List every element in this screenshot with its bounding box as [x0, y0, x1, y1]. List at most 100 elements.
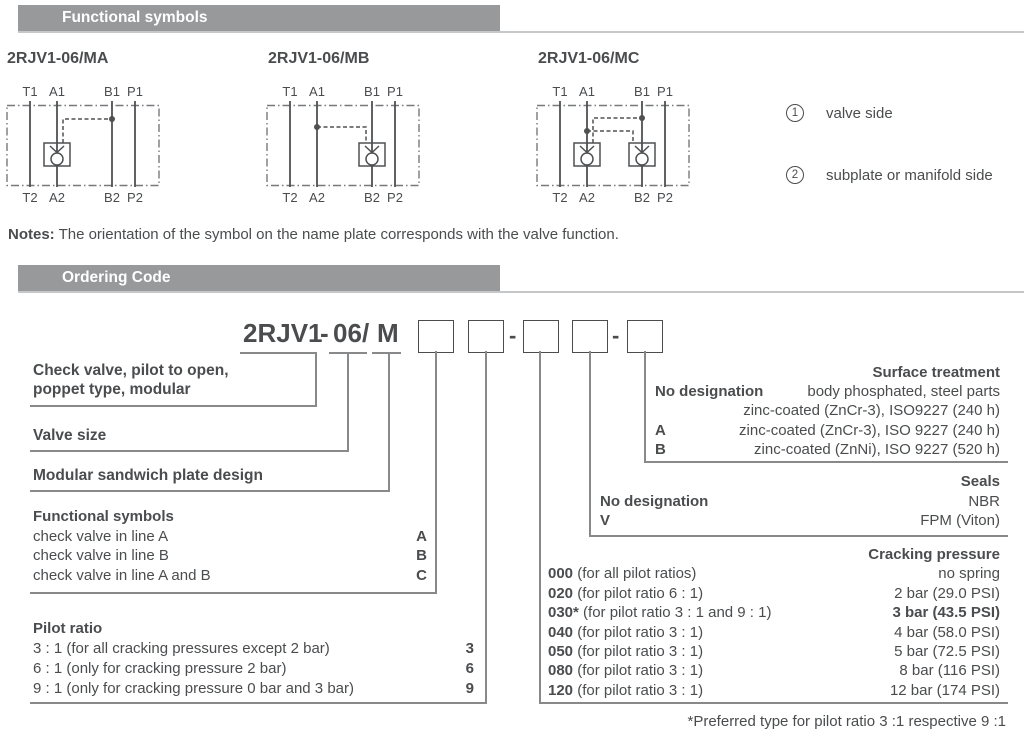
option-desc: (for pilot ratio 3 : 1 and 9 : 1): [583, 604, 772, 622]
valve-schematic-mc: T1 A1 B1 P1: [536, 84, 690, 205]
option-code: No designation: [655, 383, 764, 401]
option-row: B zinc-coated (ZnNi), ISO 9227 (520 h): [655, 440, 1000, 459]
option-value: 12 bar (174 PSI): [889, 681, 1000, 699]
label-line: Check valve, pilot to open,: [33, 362, 229, 379]
option-row: 000 (for all pilot ratios) no spring: [548, 564, 1000, 583]
option-desc: (for pilot ratio 3 : 1): [577, 681, 704, 699]
check-valve-symbol: [43, 142, 71, 167]
label-valve-size: Valve size: [33, 427, 107, 444]
section-rule: [18, 291, 1024, 293]
option-row: check valve in line A A: [33, 527, 427, 547]
port-label: A1: [49, 84, 65, 99]
option-row: A zinc-coated (ZnCr-3), ISO 9227 (240 h): [655, 421, 1000, 440]
option-code: No designation: [600, 492, 709, 510]
pilot-line-b: [587, 130, 634, 143]
sandwich-plate-outline: [266, 104, 420, 187]
option-value: 4 bar (58.0 PSI): [894, 623, 1000, 641]
connector: [539, 351, 541, 704]
option-code: 6: [465, 660, 474, 677]
option-code: 3: [465, 640, 474, 657]
option-code: 050: [548, 643, 574, 661]
pilot-line: [317, 126, 367, 143]
option-value: 8 bar (116 PSI): [899, 662, 1000, 680]
option-code: B: [655, 440, 666, 458]
sandwich-plate-outline: [6, 104, 160, 187]
pilot-line-a: [592, 117, 642, 143]
option-value: no spring: [938, 565, 1000, 583]
port-label: B1: [634, 84, 650, 99]
code-part-series: 2RJV1: [243, 318, 323, 348]
port-label: B2: [104, 190, 120, 205]
port-lines: [559, 101, 666, 187]
option-row: check valve in line B B: [33, 546, 427, 566]
option-desc: 6 : 1 (only for cracking pressure 2 bar): [33, 660, 287, 677]
port-label: T1: [552, 84, 567, 99]
option-row: 080 (for pilot ratio 3 : 1) 8 bar (116 P…: [548, 661, 1000, 680]
option-desc: zinc-coated (ZnNi), ISO 9227 (520 h): [754, 440, 1000, 458]
port-label: P2: [127, 190, 143, 205]
code-box-surface-treatment: [627, 320, 663, 353]
section-title: Functional symbols: [62, 9, 208, 26]
valve-schematic-ma: T1 A1 B1 P1 T2 A2 B2 P2: [6, 84, 160, 205]
connector: [315, 352, 317, 407]
pilot-line: [62, 118, 112, 143]
connector: [485, 351, 487, 704]
option-desc: NBR: [968, 492, 1000, 510]
code-part-slash: /: [362, 318, 370, 348]
code-separator-2: -: [612, 323, 620, 348]
block-seals: Seals No designation NBR V FPM (Viton): [600, 472, 1000, 531]
option-row: 020 (for pilot ratio 6 : 1) 2 bar (29.0 …: [548, 584, 1000, 603]
connector: [347, 352, 349, 452]
circled-1-icon: 1: [786, 104, 804, 122]
label-valve-type: Check valve, pilot to open, poppet type,…: [33, 361, 229, 399]
connector: [30, 490, 390, 492]
option-desc: zinc-coated (ZnCr-3), ISO 9227 (240 h): [739, 421, 1000, 439]
option-row: 050 (for pilot ratio 3 : 1) 5 bar (72.5 …: [548, 642, 1000, 661]
legend-item-1: 1 valve side: [786, 104, 893, 122]
option-row: 9 : 1 (only for cracking pressure 0 bar …: [33, 679, 474, 699]
block-pilot-ratio: Pilot ratio 3 : 1 (for all cracking pres…: [33, 619, 474, 699]
option-code: B: [416, 547, 427, 565]
legend-label: subplate or manifold side: [826, 166, 993, 184]
check-valve-symbol-b: [628, 142, 656, 167]
block-heading: Seals: [960, 473, 1000, 490]
port-label: B1: [104, 84, 120, 99]
option-code: 000: [548, 565, 574, 583]
footnote: *Preferred type for pilot ratio 3 :1 res…: [687, 713, 1007, 730]
port-label: B2: [364, 190, 380, 205]
section-title: Ordering Code: [62, 269, 171, 286]
code-box-cracking-pressure: [523, 320, 559, 353]
port-label: A1: [579, 84, 595, 99]
legend-item-2: 2 subplate or manifold side: [786, 166, 993, 184]
code-box-functional-symbol: [418, 320, 454, 353]
pilot-junction-dot: [109, 116, 115, 122]
option-code: C: [416, 566, 427, 584]
diagram-mb-title: 2RJV1-06/MB: [268, 50, 370, 67]
option-row: zinc-coated (ZnCr-3), ISO9227 (240 h): [655, 401, 1000, 420]
block-cracking-pressure: Cracking pressure 000 (for all pilot rat…: [548, 545, 1000, 700]
connector: [30, 702, 487, 704]
option-desc: check valve in line B: [33, 547, 169, 565]
check-valve-symbol: [358, 142, 386, 167]
option-desc: body phosphated, steel parts: [807, 383, 1000, 401]
code-part-modular: M: [377, 318, 399, 348]
option-row: 030* (for pilot ratio 3 : 1 and 9 : 1) 3…: [548, 603, 1000, 622]
option-row: 3 : 1 (for all cracking pressures except…: [33, 639, 474, 659]
option-code: A: [416, 527, 427, 545]
connector: [589, 351, 591, 537]
port-label: B1: [364, 84, 380, 99]
code-box-pilot-ratio: [468, 320, 504, 353]
port-label: T1: [22, 84, 37, 99]
connector: [539, 702, 1008, 704]
option-desc: (for all pilot ratios): [577, 565, 697, 583]
connector: [644, 351, 646, 463]
section-header-ordering-code: Ordering Code: [18, 265, 500, 291]
option-row: No designation body phosphated, steel pa…: [655, 382, 1000, 401]
option-desc: check valve in line A and B: [33, 566, 211, 584]
code-separator-1: -: [509, 323, 517, 348]
option-desc: 3 : 1 (for all cracking pressures except…: [33, 640, 330, 657]
sandwich-plate-outline: [536, 104, 690, 187]
port-label: T1: [282, 84, 297, 99]
notes-text: The orientation of the symbol on the nam…: [58, 226, 619, 243]
port-label: T2: [552, 190, 567, 205]
